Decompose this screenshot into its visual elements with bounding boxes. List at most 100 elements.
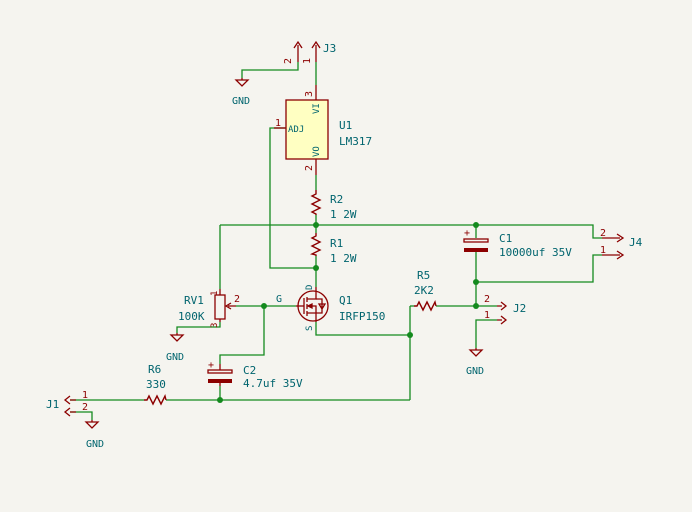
q1-value: IRFP150 [339,310,385,323]
q1-pin-g: G [276,294,282,305]
u1-ref: U1 [339,119,352,132]
j1-ref: J1 [46,398,59,411]
c2-ref: C2 [243,364,256,377]
j1-pin1-symbol [63,395,76,405]
wire-c1-j4-top [476,224,602,239]
q1-arrow [306,302,313,310]
j3-pin1-symbol [311,40,321,62]
r2-value: 1 2W [330,208,357,221]
c2-polarity: + [208,360,214,371]
c1-plate-bottom [464,248,488,252]
connector-j1[interactable] [63,395,76,417]
rv1-pin3-number: 3 [210,323,220,328]
gnd-label-j2: GND [466,366,484,377]
r1-ref: R1 [330,237,343,250]
junction-dot [473,279,479,285]
resistor-r1[interactable] [309,233,322,256]
j2-pin1-symbol [497,315,508,325]
gnd-symbol-j1 [84,420,100,429]
c2-plate-bottom [208,379,232,383]
c2-value: 4.7uf 35V [243,377,303,390]
u1-pin2-number: 2 [304,165,315,171]
rv1-pin1-number: 1 [210,291,220,296]
resistor-r5[interactable] [414,299,437,312]
gnd-symbol-j2 [468,348,484,357]
gnd-symbol-rv1 [169,333,185,342]
rv1-wiper [224,302,236,310]
r2-ref: R2 [330,193,343,206]
r6-value: 330 [146,378,166,391]
j2-pin2-number: 2 [484,294,490,305]
j4-pin1-number: 1 [600,245,606,256]
r6-ref: R6 [148,363,161,376]
junction-dot [473,222,479,228]
r1-value: 1 2W [330,252,357,265]
rv1-pin2-number: 2 [234,294,240,305]
q1-ref: Q1 [339,294,352,307]
regulator-u1[interactable] [274,85,329,175]
j2-pin1-number: 1 [484,310,490,321]
gnd-label-j3: GND [232,96,250,107]
u1-pin3-number: 3 [304,91,315,97]
wire-rv1-gnd [176,322,221,333]
c1-plate-top [463,238,489,243]
rv1-value: 100K [178,310,205,323]
wire-j2-gnd [475,319,497,348]
wire-source [315,322,410,336]
j3-ref: J3 [323,42,336,55]
u1-pin-vo: VO [312,146,322,157]
rv1-ref: RV1 [184,294,204,307]
junctions [217,222,479,403]
j2-ref: J2 [513,302,526,315]
wire-j1-gnd [70,411,93,420]
q1-diode [316,298,327,314]
wire-gate-c2 [219,306,265,364]
connector-j2[interactable] [497,301,508,325]
j3-pin2-number: 2 [283,58,294,64]
c1-polarity: + [464,228,470,239]
gnd-symbol-j3 [234,78,250,87]
connector-j4[interactable] [602,233,625,260]
j1-pin1-number: 1 [82,390,88,401]
j4-pin1-symbol [602,250,625,260]
j3-pin2-symbol [293,40,303,62]
capacitor-c2[interactable] [207,364,233,386]
gnd-label-j1: GND [86,439,104,450]
j4-ref: J4 [629,236,643,249]
q1-pin-s: S [305,326,315,331]
junction-dot [217,397,223,403]
c1-ref: C1 [499,232,512,245]
junction-dot [313,222,319,228]
junction-dot [261,303,267,309]
r5-value: 2K2 [414,284,434,297]
q1-pin-d: D [305,285,315,290]
u1-pin-vi: VI [312,103,322,114]
j1-pin2-number: 2 [82,402,88,413]
u1-body [285,99,329,160]
junction-dot [313,265,319,271]
capacitor-c1[interactable] [463,238,489,252]
mosfet-q1[interactable] [296,287,329,322]
connector-j3[interactable] [293,40,321,62]
wire-j4-bottom [476,254,602,283]
c1-value: 10000uf 35V [499,246,572,259]
u1-value: LM317 [339,135,372,148]
junction-dot [473,303,479,309]
j3-pin1-number: 1 [302,58,313,64]
u1-pin1-number: 1 [275,118,281,129]
resistor-r2[interactable] [310,190,322,215]
j1-pin2-symbol [63,407,76,417]
wire-j3-gnd [241,62,299,78]
j4-pin2-number: 2 [600,228,606,239]
potentiometer-rv1[interactable] [214,289,236,322]
j2-pin2-symbol [497,301,508,311]
wires [70,62,602,420]
resistor-r6[interactable] [144,393,167,406]
u1-pin-adj: ADJ [288,125,304,135]
r5-ref: R5 [417,269,430,282]
junction-dot [407,332,413,338]
j4-pin2-symbol [602,233,625,243]
rv1-body [214,294,226,320]
gnd-label-rv1: GND [166,352,184,363]
